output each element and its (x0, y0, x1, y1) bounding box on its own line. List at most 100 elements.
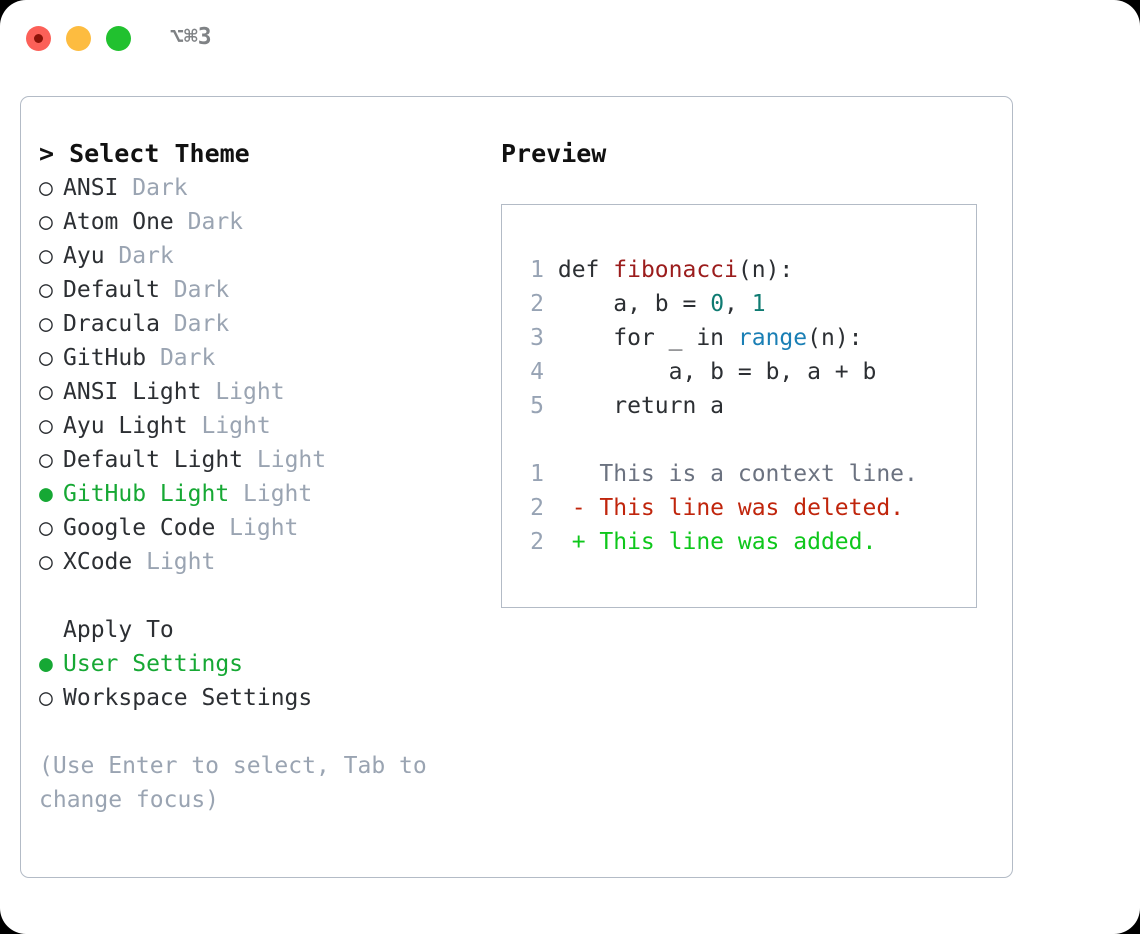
theme-name-label: Default (63, 277, 174, 303)
maximize-window-button[interactable] (106, 26, 131, 51)
code-token: 1 (751, 291, 766, 317)
theme-selection-column: > Select Theme ○ANSI Dark○Atom One Dark○… (39, 137, 479, 817)
line-number: 1 (530, 461, 544, 487)
radio-unselected-icon: ○ (39, 549, 53, 575)
close-icon (34, 34, 43, 43)
line-number: 2 (530, 291, 544, 317)
code-token: 0 (710, 291, 725, 317)
apply-to-label: User Settings (63, 651, 244, 677)
code-token: def (557, 257, 614, 283)
theme-name-label: Dracula (63, 311, 174, 337)
radio-unselected-icon: ○ (39, 209, 53, 235)
line-number: 2 (530, 529, 544, 555)
theme-list-item[interactable]: ○ GitHub Dark (39, 341, 479, 375)
minimize-window-button[interactable] (66, 26, 91, 51)
apply-to-section: Apply To ● User Settings ○Workspace Settin… (39, 613, 479, 715)
diff-text: + This line was added. (544, 529, 877, 555)
theme-list-item[interactable]: ○Ayu Light Light (39, 409, 479, 443)
diff-line: 1 This is a context line. (516, 457, 972, 491)
theme-list-item[interactable]: ● GitHub Light Light (39, 477, 479, 511)
theme-name-label: Google Code (63, 515, 230, 541)
radio-unselected-icon: ○ (39, 277, 53, 303)
diff-text: - This line was deleted. (544, 495, 905, 521)
code-line: 3 for _ in range(n): (516, 321, 972, 355)
code-token: , (724, 291, 752, 317)
theme-variant-label: Dark (173, 277, 230, 303)
theme-list-item[interactable]: ○ Dracula Dark (39, 307, 479, 341)
radio-unselected-icon: ○ (39, 379, 53, 405)
theme-variant-label: Light (243, 481, 313, 507)
line-number: 2 (530, 495, 544, 521)
theme-name-label: GitHub (63, 345, 160, 371)
spacer (516, 423, 972, 457)
theme-list-item[interactable]: ○ ANSI Dark (39, 171, 479, 205)
radio-unselected-icon: ○ (39, 311, 53, 337)
radio-unselected-icon: ○ (39, 447, 53, 473)
line-number: 5 (530, 393, 544, 419)
diff-line: 2 + This line was added. (516, 525, 972, 559)
theme-name-label: XCode (63, 549, 147, 575)
theme-variant-label: Dark (159, 345, 216, 371)
code-token: a, b = (557, 291, 711, 317)
apply-to-options[interactable]: ● User Settings ○Workspace Settings (39, 647, 479, 715)
radio-selected-icon: ● (39, 651, 53, 677)
keyboard-shortcut-label: ⌥⌘3 (170, 24, 212, 50)
gutter-space (544, 257, 558, 283)
theme-list-item[interactable]: ○ Default Light Light (39, 443, 479, 477)
theme-variant-label: Light (229, 515, 299, 541)
theme-variant-label: Light (146, 549, 216, 575)
theme-list-item[interactable]: ○ANSI Light Light (39, 375, 479, 409)
code-line: 1 def fibonacci(n): (516, 253, 972, 287)
theme-variant-label: Light (201, 413, 271, 439)
theme-list-item[interactable]: ○ Default Dark (39, 273, 479, 307)
theme-name-label: Ayu (63, 243, 119, 269)
radio-unselected-icon: ○ (39, 685, 53, 711)
preview-heading: Preview (501, 139, 607, 168)
radio-unselected-icon: ○ (39, 345, 53, 371)
theme-name-label: GitHub Light (63, 481, 244, 507)
gutter-space (544, 393, 558, 419)
theme-list[interactable]: ○ ANSI Dark ○ Atom One Dark ○ Ayu Dark ○ Defaul… (39, 171, 479, 579)
radio-unselected-icon: ○ (39, 243, 53, 269)
theme-variant-label: Dark (118, 243, 174, 269)
line-number: 3 (530, 325, 544, 351)
preview-column: Preview 1 def fibonacci(n):2 a, b = 0, 1… (501, 137, 1001, 608)
theme-variant-label: Light (256, 447, 327, 473)
code-token: (n): (807, 325, 863, 351)
theme-name-label: Ayu Light (63, 413, 202, 439)
line-number: 1 (530, 257, 544, 283)
theme-name-label: Default Light (63, 447, 257, 473)
theme-variant-label: Dark (187, 209, 244, 235)
radio-unselected-icon: ○ (39, 175, 53, 201)
code-line: 5 return a (516, 389, 972, 423)
theme-variant-label: Dark (173, 311, 230, 337)
theme-name-label: ANSI (63, 175, 133, 201)
keyboard-hint-text: (Use Enter to select, Tab to change focu… (39, 753, 427, 813)
theme-list-item[interactable]: ○ Atom One Dark (39, 205, 479, 239)
theme-variant-label: Dark (132, 175, 188, 201)
theme-name-label: Atom One (63, 209, 188, 235)
line-number: 4 (530, 359, 544, 385)
apply-to-option[interactable]: ● User Settings (39, 647, 479, 681)
gutter-space (544, 291, 558, 317)
code-token: fibonacci (613, 257, 738, 283)
gutter-space (544, 359, 558, 385)
code-line: 4 a, b = b, a + b (516, 355, 972, 389)
code-token: (n): (737, 257, 794, 283)
apply-to-option[interactable]: ○Workspace Settings (39, 681, 479, 715)
diff-line: 2 - This line was deleted. (516, 491, 972, 525)
radio-selected-icon: ● (39, 481, 53, 507)
theme-list-item[interactable]: ○ XCode Light (39, 545, 479, 579)
main-panel: > Select Theme ○ANSI Dark○Atom One Dark○… (20, 96, 1013, 878)
theme-variant-label: Light (215, 379, 285, 405)
diff-sample: 1 This is a context line.2 - This line w… (516, 457, 972, 559)
apply-to-heading: Apply To (63, 617, 174, 643)
theme-list-item[interactable]: ○ Ayu Dark (39, 239, 479, 273)
theme-list-item[interactable]: ○Google Code Light (39, 511, 479, 545)
code-token: return a (557, 393, 725, 419)
diff-text: This is a context line. (544, 461, 918, 487)
